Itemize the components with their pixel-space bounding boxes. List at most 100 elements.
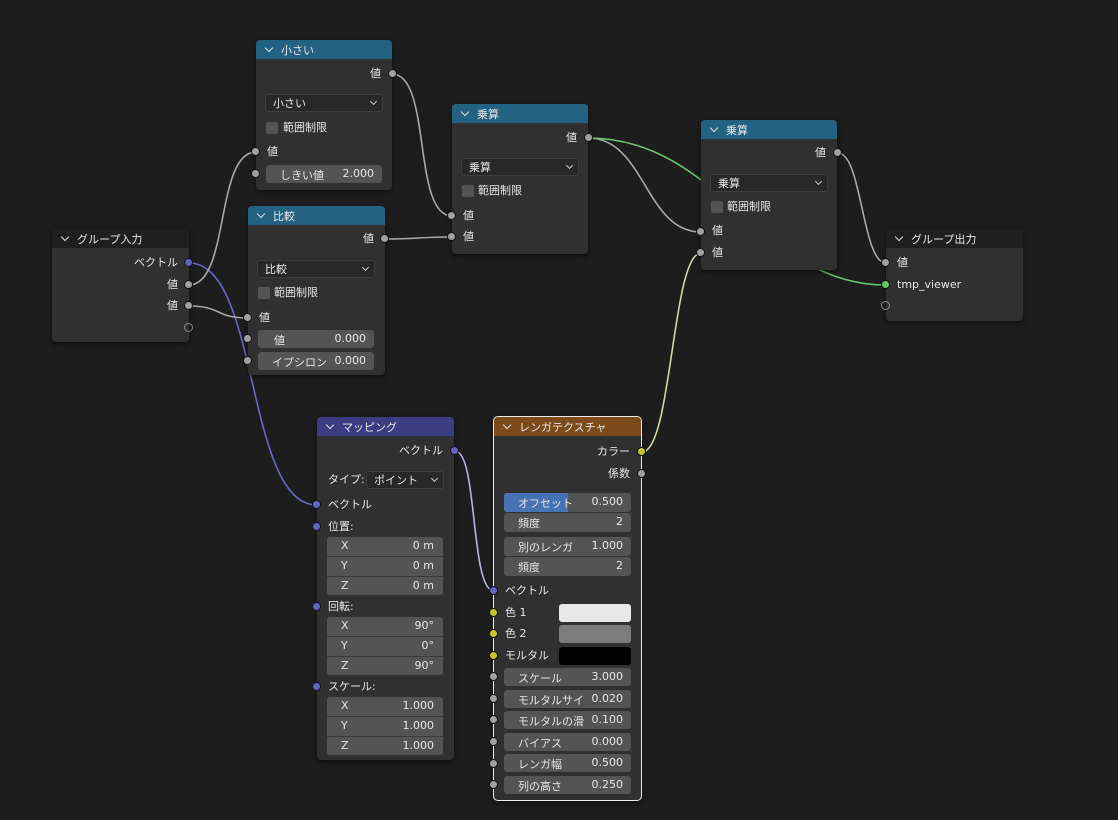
input-socket-mortar-smooth[interactable] bbox=[489, 715, 498, 724]
node-header[interactable]: レンガテクスチャ bbox=[494, 417, 641, 436]
input-socket-empty[interactable] bbox=[881, 301, 890, 310]
input-socket-threshold[interactable] bbox=[251, 169, 260, 178]
clamp-checkbox[interactable] bbox=[266, 122, 278, 134]
output-label-fac: 係数 bbox=[608, 467, 630, 480]
clamp-checkbox[interactable] bbox=[711, 201, 723, 213]
output-socket-empty[interactable] bbox=[184, 323, 193, 332]
collapse-chevron-icon[interactable] bbox=[894, 232, 904, 242]
color2-swatch[interactable] bbox=[559, 625, 631, 643]
input-socket-mortar[interactable] bbox=[489, 651, 498, 660]
type-dropdown[interactable]: ポイント bbox=[366, 471, 444, 489]
operation-dropdown[interactable]: 乗算 bbox=[461, 158, 579, 176]
mortar-swatch[interactable] bbox=[559, 647, 631, 665]
clamp-checkbox[interactable] bbox=[258, 287, 270, 299]
axis-label: Z bbox=[341, 739, 349, 752]
input-socket-epsilon[interactable] bbox=[243, 356, 252, 365]
output-socket-value[interactable] bbox=[184, 301, 193, 310]
collapse-chevron-icon[interactable] bbox=[460, 107, 470, 117]
output-socket-value[interactable] bbox=[388, 69, 397, 78]
collapse-chevron-icon[interactable] bbox=[325, 420, 335, 430]
group-output-node[interactable]: グループ出力 値 tmp_viewer bbox=[886, 229, 1023, 321]
output-socket-value[interactable] bbox=[380, 234, 389, 243]
input-socket-vector[interactable] bbox=[312, 500, 321, 509]
output-socket-value[interactable] bbox=[584, 133, 593, 142]
clamp-checkbox[interactable] bbox=[462, 185, 474, 197]
collapse-chevron-icon[interactable] bbox=[502, 420, 512, 430]
node-header[interactable]: 小さい bbox=[256, 40, 392, 59]
color1-swatch[interactable] bbox=[559, 604, 631, 622]
output-socket-color[interactable] bbox=[637, 447, 646, 456]
group-input-node[interactable]: グループ入力 ベクトル 値 値 bbox=[52, 229, 189, 342]
collapse-chevron-icon[interactable] bbox=[264, 43, 274, 53]
operation-dropdown[interactable]: 乗算 bbox=[710, 174, 828, 192]
output-socket-value[interactable] bbox=[184, 280, 193, 289]
operation-dropdown[interactable]: 小さい bbox=[265, 94, 383, 112]
node-header[interactable]: マッピング bbox=[317, 417, 454, 436]
collapse-chevron-icon[interactable] bbox=[60, 232, 70, 242]
node-header[interactable]: グループ入力 bbox=[52, 229, 189, 248]
input-socket-rotation[interactable] bbox=[312, 602, 321, 611]
input-socket-color2[interactable] bbox=[489, 629, 498, 638]
input-socket-brick-width[interactable] bbox=[489, 759, 498, 768]
multiply-node[interactable]: 乗算 値 乗算 範囲制限 値 値 bbox=[701, 120, 837, 270]
input-socket-location[interactable] bbox=[312, 522, 321, 531]
node-header[interactable]: 乗算 bbox=[701, 120, 837, 139]
input-socket-value[interactable] bbox=[447, 211, 456, 220]
output-socket-vector[interactable] bbox=[450, 446, 459, 455]
input-socket-value[interactable] bbox=[696, 248, 705, 257]
input-socket-value[interactable] bbox=[251, 147, 260, 156]
input-socket-row-height[interactable] bbox=[489, 780, 498, 789]
input-socket-value[interactable] bbox=[243, 313, 252, 322]
collapse-chevron-icon[interactable] bbox=[709, 123, 719, 133]
multiply-node[interactable]: 乗算 値 乗算 範囲制限 値 値 bbox=[452, 104, 588, 254]
input-socket-viewer[interactable] bbox=[881, 280, 890, 289]
node-header[interactable]: 比較 bbox=[248, 206, 385, 225]
operation-dropdown[interactable]: 比較 bbox=[257, 260, 375, 278]
output-socket-fac[interactable] bbox=[637, 469, 646, 478]
input-socket-color1[interactable] bbox=[489, 608, 498, 617]
node-header[interactable]: グループ出力 bbox=[886, 229, 1023, 248]
output-socket-value[interactable] bbox=[833, 148, 842, 157]
input-socket-scale[interactable] bbox=[312, 682, 321, 691]
output-socket-vector[interactable] bbox=[184, 258, 193, 267]
input-socket-value[interactable] bbox=[243, 334, 252, 343]
input-socket-value[interactable] bbox=[881, 258, 890, 267]
node-header[interactable]: 乗算 bbox=[452, 104, 588, 123]
input-socket-value[interactable] bbox=[447, 232, 456, 241]
input-socket-bias[interactable] bbox=[489, 737, 498, 746]
input-socket-mortar-size[interactable] bbox=[489, 694, 498, 703]
input-socket-value[interactable] bbox=[696, 227, 705, 236]
collapse-chevron-icon[interactable] bbox=[256, 209, 266, 219]
input-socket-scale[interactable] bbox=[489, 672, 498, 681]
input-socket-vector[interactable] bbox=[489, 586, 498, 595]
